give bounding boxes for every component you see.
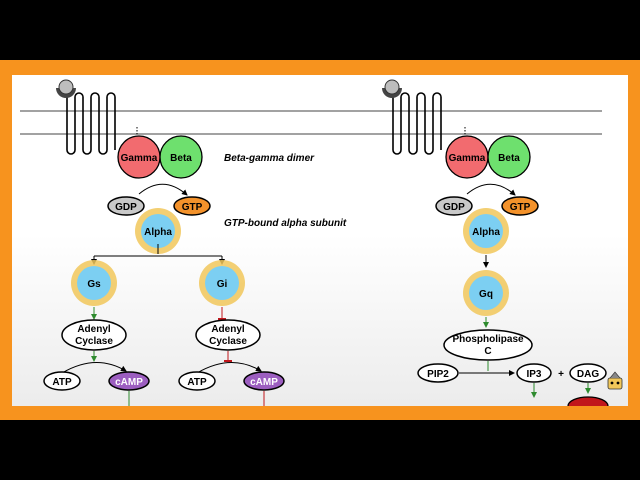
gtp-pill-right: [501, 196, 539, 216]
camp-label-gs: cAMP: [115, 377, 143, 388]
dag-pill: [569, 363, 607, 383]
atp-label-gs: ATP: [52, 377, 72, 388]
dimer-caption: Beta-gamma dimer: [224, 153, 315, 164]
gi-subunit: [205, 266, 239, 300]
ip3-pill: [516, 363, 552, 383]
beta-label-right: Beta: [498, 153, 520, 164]
alpha-label-right: Alpha: [472, 227, 500, 238]
mascot-icon: [607, 371, 623, 390]
atp-pill-gi: [178, 371, 216, 391]
phospholipase-c: [443, 329, 533, 361]
ip3-label: IP3: [526, 369, 541, 380]
gdp-label-right: GDP: [443, 202, 465, 213]
dag-label: DAG: [577, 369, 599, 380]
gtp-pill-left: [173, 196, 211, 216]
alpha-subunit-left: [141, 214, 175, 248]
gdp-label-left: GDP: [115, 202, 137, 213]
alpha-subunit-right: [469, 214, 503, 248]
beta-subunit-right: [487, 135, 531, 179]
ligand-left: [58, 79, 74, 95]
downstream-target-pill: [567, 396, 609, 406]
plc-line1: Phospholipase: [452, 334, 524, 345]
pip2-label: PIP2: [427, 369, 449, 380]
receptor-right: [382, 79, 466, 155]
camp-pill-gi: [243, 371, 285, 391]
gamma-label-left: Gamma: [121, 153, 158, 164]
atp-label-gi: ATP: [187, 377, 207, 388]
gdp-gtp-arrow-left: [138, 183, 188, 196]
adenyl-line1-gs: Adenyl: [77, 324, 111, 335]
camp-pill-gs: [108, 371, 150, 391]
gamma-label-right: Gamma: [449, 153, 486, 164]
plus-sign: +: [558, 369, 564, 380]
pip2-pill: [417, 363, 459, 383]
camp-label-gi: cAMP: [250, 377, 278, 388]
receptor-left: [56, 79, 138, 155]
gdp-pill-right: [435, 196, 473, 216]
alpha-caption: GTP-bound alpha subunit: [224, 218, 347, 229]
adenyl-cyclase-gi: [195, 319, 261, 351]
signaling-diagram: Gamma Beta Beta-gamma dimer GDP GTP Alph…: [20, 79, 623, 406]
gdp-pill-left: [107, 196, 145, 216]
alpha-label-left: Alpha: [144, 227, 172, 238]
gq-subunit: [469, 276, 503, 310]
gdp-gtp-arrow-right: [466, 183, 516, 196]
gtp-label-left: GTP: [182, 202, 203, 213]
gtp-label-right: GTP: [510, 202, 531, 213]
gq-label: Gq: [479, 289, 493, 300]
atp-pill-gs: [43, 371, 81, 391]
adenyl-line2-gi: Cyclase: [209, 336, 247, 347]
plc-line2: C: [484, 346, 491, 357]
slide: Gamma Beta Beta-gamma dimer GDP GTP Alph…: [12, 75, 628, 406]
adenyl-line1-gi: Adenyl: [211, 324, 245, 335]
adenyl-line2-gs: Cyclase: [75, 336, 113, 347]
gs-subunit: [77, 266, 111, 300]
beta-label-left: Beta: [170, 153, 192, 164]
gi-label: Gi: [217, 279, 228, 290]
gs-label: Gs: [87, 279, 101, 290]
beta-subunit-left: [159, 135, 203, 179]
ligand-right: [384, 79, 400, 95]
adenyl-cyclase-gs: [61, 319, 127, 351]
